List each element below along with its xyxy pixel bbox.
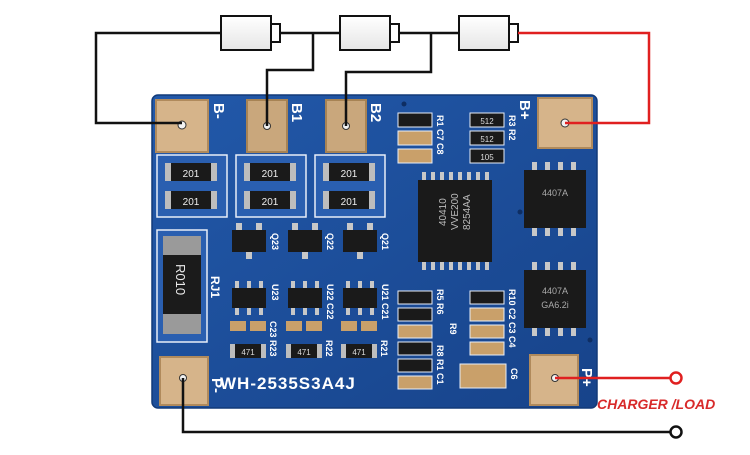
ic-u22	[288, 281, 322, 315]
components-r10c2c3c4	[469, 290, 505, 356]
protection-ic: 8254AA VVE200 40410	[418, 172, 492, 270]
battery-cell-3	[458, 15, 519, 51]
pad-label-b1: B1	[288, 103, 305, 122]
ref-r9: R9	[448, 323, 458, 335]
mosfet-lower-text-1: 4407A	[542, 286, 568, 296]
via	[587, 337, 593, 343]
resistor-label: 471	[297, 348, 311, 357]
wire-b-plus	[518, 31, 651, 125]
shunt-label: R010	[173, 264, 188, 295]
components-r3r2: 512 512 105	[469, 112, 505, 164]
wire-b-minus	[94, 31, 221, 125]
pad-label-p-minus: P-	[208, 378, 225, 393]
resistor-label: 201	[183, 169, 200, 180]
balance-resistors-cell2: 201 201	[235, 154, 307, 218]
ic-text-line1: 8254AA	[462, 194, 473, 230]
ref-r5r6: R5 R6	[435, 289, 445, 315]
resistor-label: 201	[262, 197, 279, 208]
components-r1c7c8	[397, 112, 433, 164]
ref-r3r2: R3 R2	[507, 115, 517, 141]
mosfet-lower-text-2: GA6.2i	[541, 300, 569, 310]
mosfet-upper-text: 4407A	[542, 188, 568, 198]
ic-u21	[343, 281, 377, 315]
battery-cell-2	[339, 15, 400, 51]
transistor-q21	[343, 223, 377, 259]
ref-r1c7c8: R1 C7 C8	[435, 115, 445, 155]
charger-load-label: CHARGER /LOAD	[597, 396, 715, 412]
ref-u23: U23	[270, 284, 280, 301]
ref-c23r23: C23 R23	[268, 321, 278, 357]
shunt-resistor: R010	[156, 229, 208, 343]
ref-q23: Q23	[270, 233, 280, 250]
shunt-ref: RJ1	[208, 276, 222, 298]
ref-u22: U22 C22	[325, 284, 335, 320]
terminal-p-plus	[669, 371, 683, 385]
balance-resistors-cell1: 201 201	[156, 154, 228, 218]
resistor-label: 105	[480, 153, 494, 162]
ref-u21: U21 C21	[380, 284, 390, 320]
balance-resistors-cell3: 201 201	[314, 154, 386, 218]
ic-text-line2: VVE200	[450, 193, 461, 230]
terminal-p-minus	[669, 425, 683, 439]
small-components-cell2: 471	[286, 321, 322, 358]
ref-q22: Q22	[325, 233, 335, 250]
capacitor-c6	[459, 363, 507, 389]
small-components-cell1: 471	[230, 321, 266, 358]
resistor-label: 471	[352, 348, 366, 357]
wire-p-minus	[181, 378, 670, 434]
ref-q21: Q21	[380, 233, 390, 250]
resistor-label: 201	[341, 197, 358, 208]
components-r5r6	[397, 290, 433, 390]
ref-r8r1c1: R8 R1 C1	[435, 345, 445, 385]
ref-c6: C6	[509, 368, 519, 380]
ic-text-line3: 40410	[438, 198, 449, 226]
via	[401, 101, 407, 107]
mosfet-lower: 4407A GA6.2i	[524, 262, 586, 336]
transistor-q23	[232, 223, 266, 259]
transistor-q22	[288, 223, 322, 259]
pad-label-b-minus: B-	[210, 103, 227, 119]
pad-label-b2: B2	[367, 103, 384, 122]
ref-r21: R21	[379, 340, 389, 357]
ic-u23	[232, 281, 266, 315]
resistor-label: 512	[480, 135, 494, 144]
resistor-label: 201	[262, 169, 279, 180]
battery-cell-1	[220, 15, 281, 51]
pad-label-b-plus: B+	[516, 100, 533, 120]
resistor-label: 201	[341, 169, 358, 180]
mosfet-upper: 4407A	[524, 162, 586, 236]
resistor-label: 512	[480, 117, 494, 126]
via	[517, 209, 523, 215]
resistor-label: 201	[183, 197, 200, 208]
ref-r22: R22	[324, 340, 334, 357]
board-model: WH-2535S3A4J	[220, 374, 356, 393]
resistor-label: 471	[241, 348, 255, 357]
wire-b2	[344, 33, 433, 126]
wire-b1	[265, 33, 315, 126]
ref-r10c2c3c4: R10 C2 C3 C4	[507, 289, 517, 348]
small-components-cell3: 471	[341, 321, 377, 358]
